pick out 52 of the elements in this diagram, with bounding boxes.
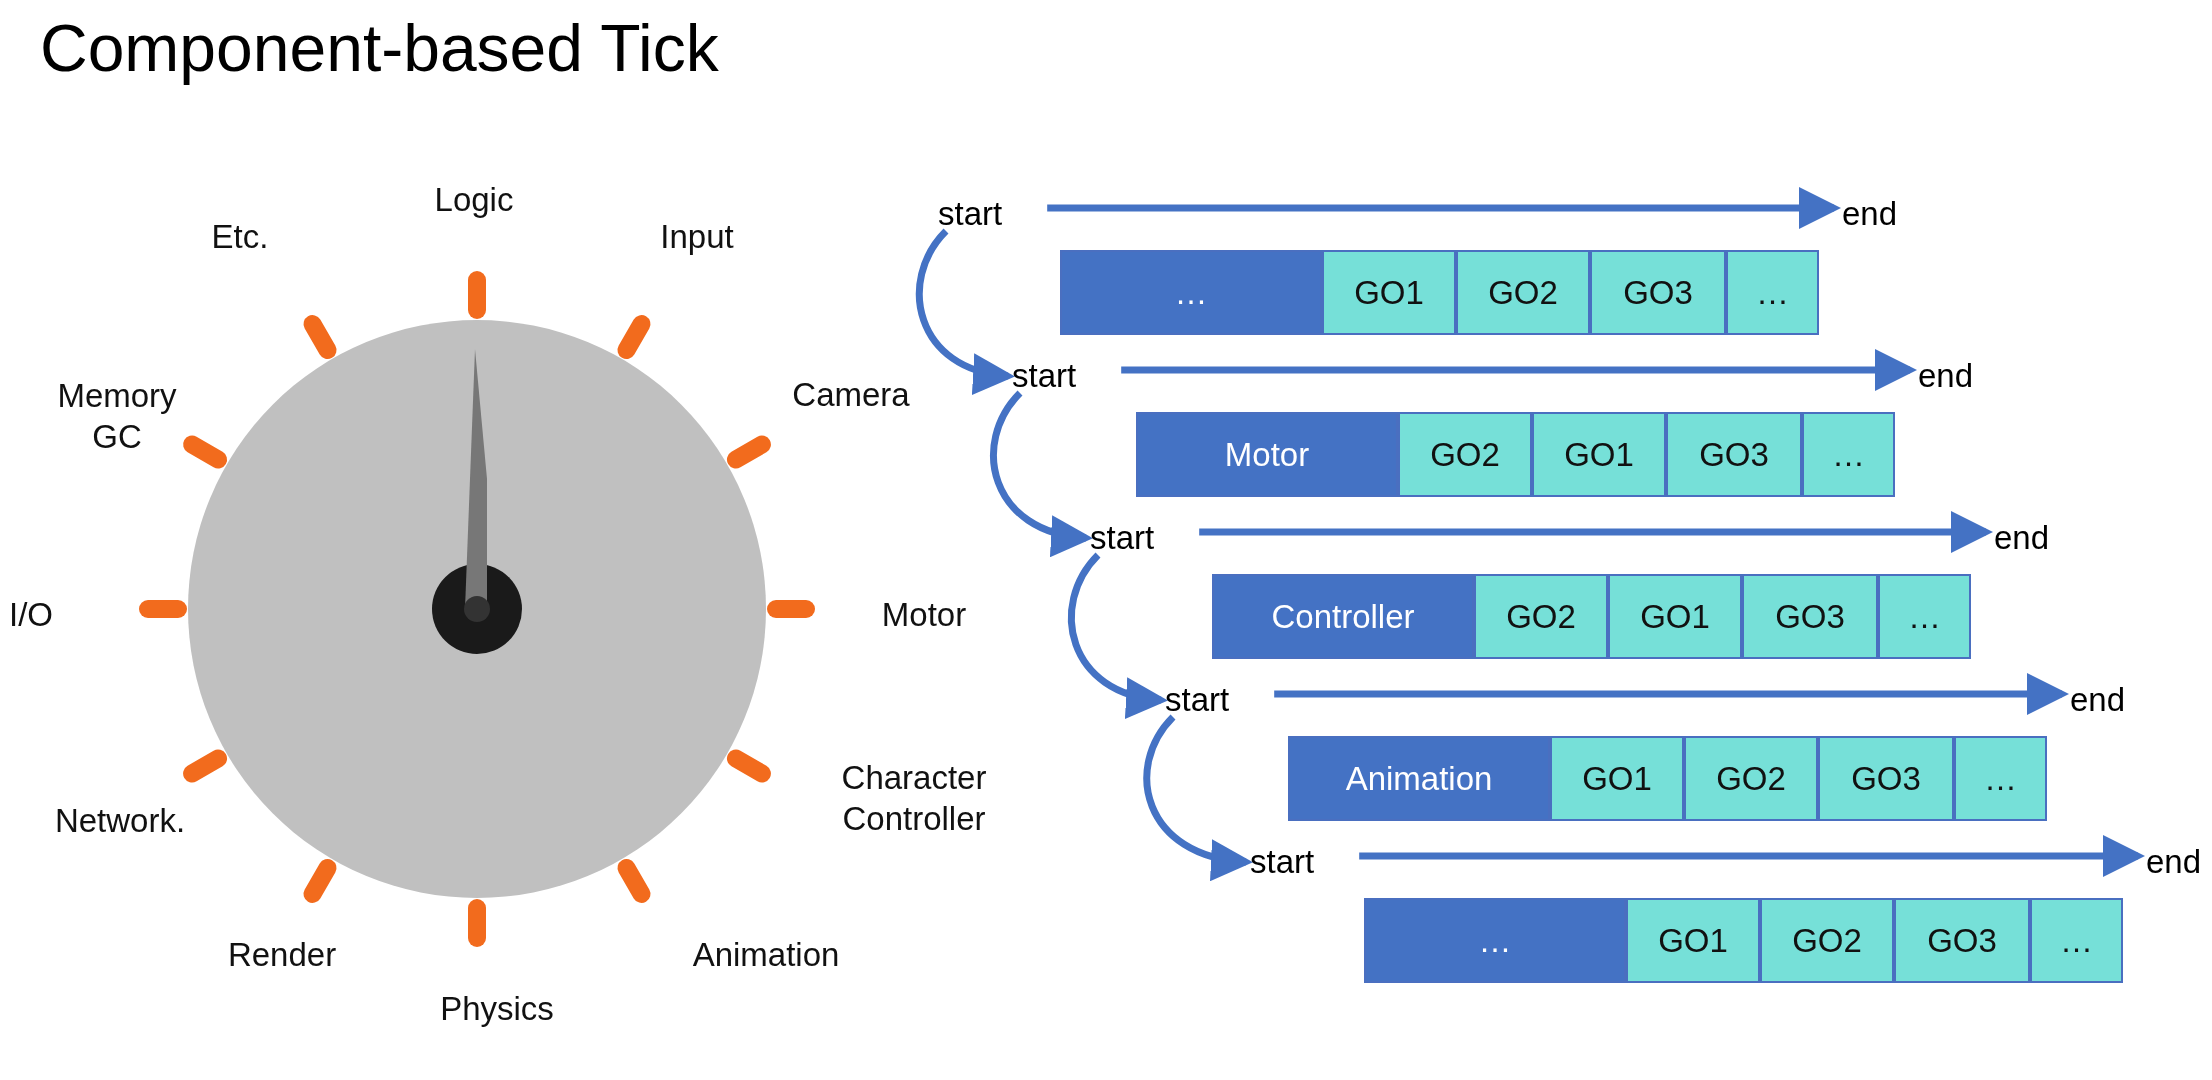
object-cell: GO1 [1626, 898, 1760, 983]
dial-label: Memory GC [56, 375, 178, 457]
object-cell: … [1878, 574, 1971, 659]
component-cell: Animation [1288, 736, 1550, 821]
dial-label: Etc. [211, 217, 269, 258]
component-cell: Controller [1212, 574, 1474, 659]
object-cell: GO1 [1550, 736, 1684, 821]
arrow [990, 390, 1093, 555]
arrow [1068, 552, 1168, 717]
end-label: end [2146, 843, 2202, 881]
end-label: end [1994, 519, 2050, 557]
dial-label: Input [660, 217, 734, 258]
dial-label: Motor [881, 595, 967, 636]
arrow [1143, 714, 1253, 879]
object-cell: … [2030, 898, 2123, 983]
dial-label: Network. [54, 801, 186, 842]
object-cell: GO2 [1398, 412, 1532, 497]
object-cell: GO3 [1590, 250, 1726, 335]
end-label: end [1918, 357, 1974, 395]
object-cell: GO3 [1666, 412, 1802, 497]
start-label: start [938, 195, 1003, 233]
component-cell: Motor [1136, 412, 1398, 497]
title: Component-based Tick [40, 10, 719, 86]
dial-label: Logic [434, 180, 514, 221]
dial-label: I/O [9, 595, 53, 636]
object-cell: GO2 [1474, 574, 1608, 659]
object-cell: GO3 [1742, 574, 1878, 659]
object-cell: GO2 [1684, 736, 1818, 821]
end-label: end [2070, 681, 2126, 719]
object-cell: … [1726, 250, 1819, 335]
object-cell: GO3 [1818, 736, 1954, 821]
object-cell: GO2 [1760, 898, 1894, 983]
object-cell: … [1954, 736, 2047, 821]
object-cell: GO1 [1532, 412, 1666, 497]
dial-label: Animation [692, 935, 840, 976]
object-cell: GO3 [1894, 898, 2030, 983]
dial-label: Camera [792, 375, 910, 416]
object-cell: GO1 [1608, 574, 1742, 659]
end-label: end [1842, 195, 1898, 233]
component-cell: … [1364, 898, 1626, 983]
dial-label: Physics [440, 989, 554, 1030]
start-label: start [1165, 681, 1230, 719]
start-label: start [1250, 843, 1315, 881]
arrow [916, 228, 1015, 393]
object-cell: GO2 [1456, 250, 1590, 335]
object-cell: GO1 [1322, 250, 1456, 335]
start-label: start [1090, 519, 1155, 557]
component-cell: … [1060, 250, 1322, 335]
object-cell: … [1802, 412, 1895, 497]
dial-label: Render [227, 935, 337, 976]
start-label: start [1012, 357, 1077, 395]
dial-label: Character Controller [840, 757, 988, 839]
